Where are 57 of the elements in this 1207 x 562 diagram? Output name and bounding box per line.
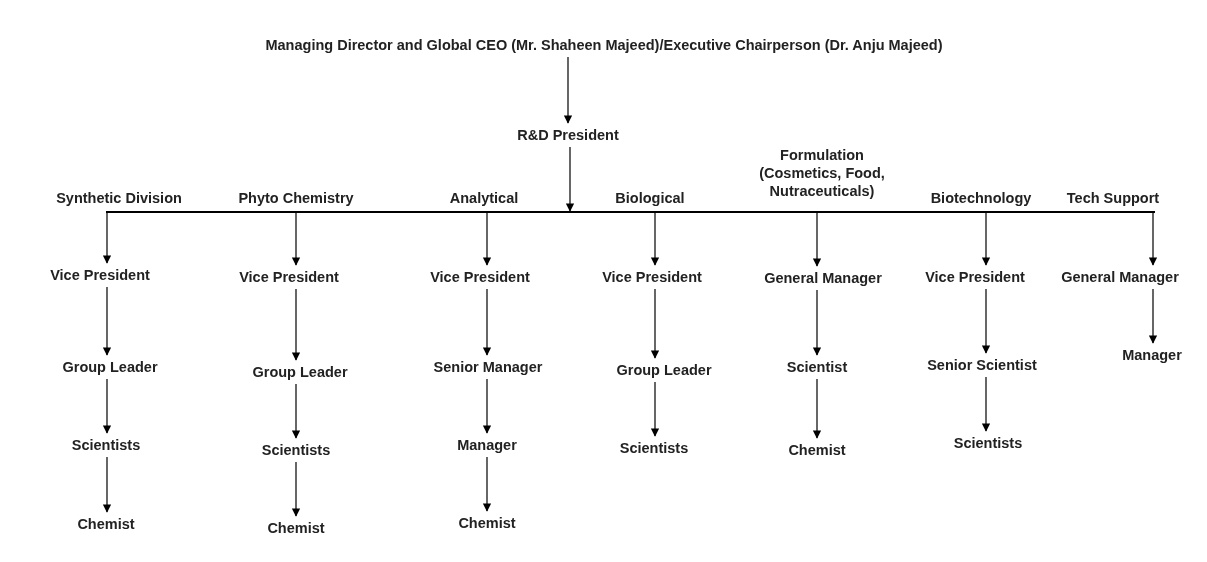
arrow (482, 212, 492, 266)
position-label: Chemist (788, 440, 846, 460)
arrow (291, 212, 301, 266)
position-label: Vice President (430, 267, 530, 287)
position-label: General Manager (1061, 267, 1179, 287)
position-label: Vice President (602, 267, 702, 287)
arrow (291, 288, 301, 361)
position-label: Chemist (267, 518, 325, 538)
position-label: Tech Support (1066, 188, 1160, 208)
arrow (981, 288, 991, 354)
arrow (482, 456, 492, 512)
arrow (812, 212, 822, 267)
position-label: General Manager (764, 268, 882, 288)
position-label: Scientists (261, 440, 331, 460)
arrow (981, 212, 991, 266)
arrow (102, 212, 112, 264)
arrow (650, 381, 660, 437)
arrow (981, 376, 991, 432)
arrow (563, 56, 573, 124)
position-label: Manager (457, 435, 517, 455)
arrow (1148, 212, 1158, 266)
position-label: Group Leader (62, 357, 158, 377)
position-label: Scientist (786, 357, 848, 377)
position-label: Vice President (50, 265, 150, 285)
position-label: Vice President (239, 267, 339, 287)
position-label: Scientists (619, 438, 689, 458)
position-label: Phyto Chemistry (238, 188, 354, 208)
arrow (102, 286, 112, 356)
arrow (482, 288, 492, 356)
position-label: Vice President (925, 267, 1025, 287)
position-label: Chemist (458, 513, 516, 533)
position-label: Synthetic Division (56, 188, 182, 208)
arrow (291, 461, 301, 517)
position-label: Group Leader (616, 360, 712, 380)
position-label: Biotechnology (930, 188, 1032, 208)
position-label: Biological (615, 188, 685, 208)
position-label: Formulation (Cosmetics, Food, Nutraceuticals) (758, 145, 886, 201)
arrow (482, 378, 492, 434)
arrow (102, 456, 112, 513)
arrow (1148, 288, 1158, 344)
arrow (650, 212, 660, 266)
arrow (812, 378, 822, 439)
position-label: Manager (1122, 345, 1182, 365)
position-label: R&D President (517, 125, 619, 145)
heading-text: Managing Director and Global CEO (Mr. Shaheen Majeed)/Executive Chairperson (Dr. Anju Majeed) (265, 35, 943, 55)
arrow (565, 146, 575, 212)
position-label: Chemist (77, 514, 135, 534)
position-label: Senior Manager (433, 357, 543, 377)
position-label: Scientists (71, 435, 141, 455)
arrow (650, 288, 660, 359)
arrow (812, 289, 822, 356)
position-label: Group Leader (252, 362, 348, 382)
position-label: Senior Scientist (927, 355, 1037, 375)
position-label: Scientists (953, 433, 1023, 453)
arrow (291, 383, 301, 439)
arrow (102, 378, 112, 434)
position-label: Analytical (449, 188, 519, 208)
